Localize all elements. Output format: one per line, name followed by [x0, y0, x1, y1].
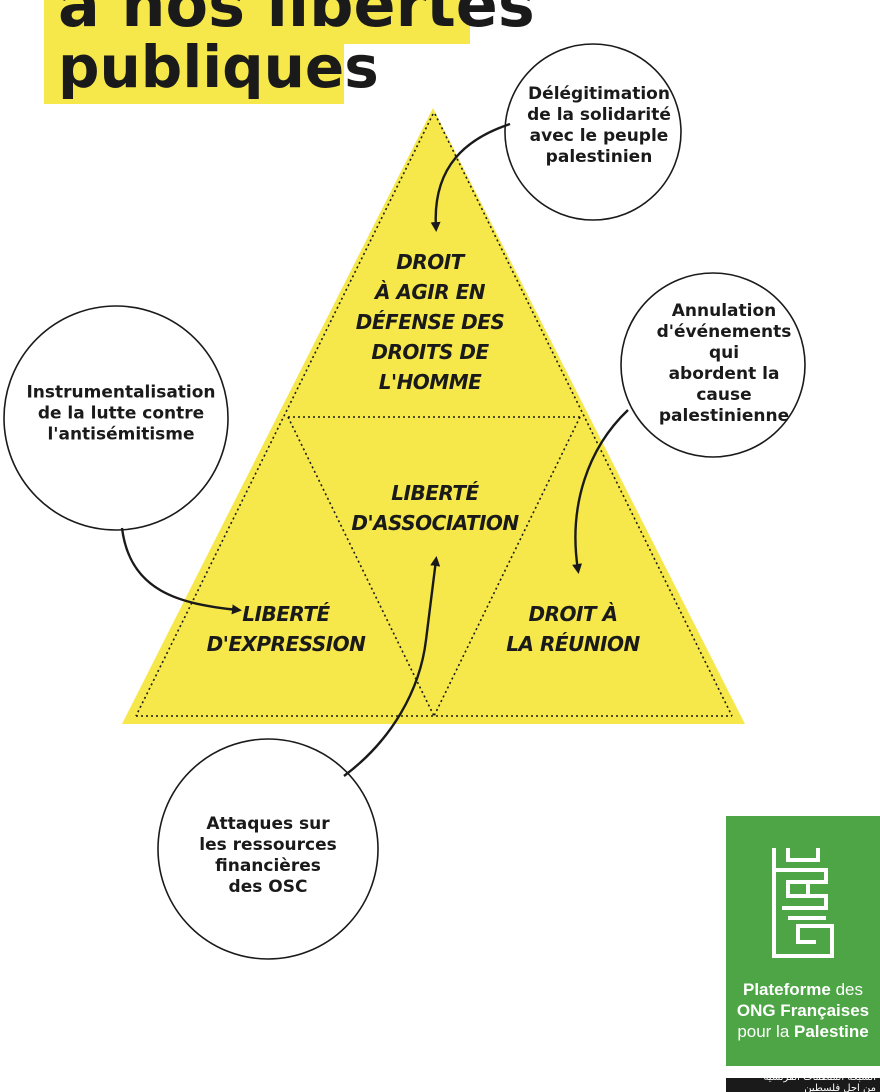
arrow-to-center-section [343, 556, 441, 777]
arrow-to-right-section [572, 409, 629, 574]
text-delegitimation: Délégitimation de la solidarité avec le … [527, 84, 671, 167]
circle-attaques [157, 738, 379, 960]
label-liberte-expression: LIBERTÉ D'EXPRESSION [206, 602, 366, 656]
label-droit-reunion: DROIT À LA RÉUNION [506, 602, 640, 656]
arrow-to-left-section [120, 527, 242, 615]
arrow-to-top-section [430, 122, 511, 232]
logo-line-3-rest: pour la [737, 1022, 795, 1041]
text-annulation: Annulation d'événements qui abordent la … [656, 301, 792, 426]
logo-green-panel: Plateforme des ONG Françaises pour la Pa… [726, 816, 880, 1066]
plateforme-logo: Plateforme des ONG Françaises pour la Pa… [726, 816, 880, 1092]
title-line-2: publiques [44, 30, 379, 104]
pyramid-outline-left [135, 113, 434, 717]
divider-left-diagonal [287, 416, 435, 717]
logo-line-1-rest: des [830, 980, 863, 999]
logo-line-3-bold: Palestine [794, 1022, 869, 1041]
logo-line-1: Plateforme des [726, 980, 880, 1000]
kufic-emblem-icon [772, 848, 834, 958]
text-instrumentalisation: Instrumentalisation de la lutte contre l… [26, 382, 216, 445]
circle-instrumentalisation [3, 305, 229, 531]
pyramid-outline-right [434, 113, 733, 717]
circle-annulation [620, 272, 806, 458]
logo-line-1-bold: Plateforme [742, 980, 831, 999]
label-liberte-association: LIBERTÉ D'ASSOCIATION [351, 481, 519, 535]
title-line-1-text: à nos libertés [58, 0, 535, 41]
logo-arabic-text: الشبكة المنظمات الفرنسية من اجل فلسطين [763, 1072, 876, 1092]
logo-line-3: pour la Palestine [726, 1022, 880, 1042]
divider-right-diagonal [433, 416, 581, 717]
label-droit-agir: DROIT À AGIR EN DÉFENSE DES DROITS DE L'… [355, 250, 505, 394]
text-attaques: Attaques sur les ressources financières … [199, 814, 337, 897]
pyramid-triangle [122, 108, 745, 724]
circle-delegitimation [504, 43, 682, 221]
logo-black-band [726, 1078, 880, 1092]
logo-line-2: ONG Françaises [736, 1001, 870, 1020]
title-line-2-text: publiques [58, 33, 379, 101]
